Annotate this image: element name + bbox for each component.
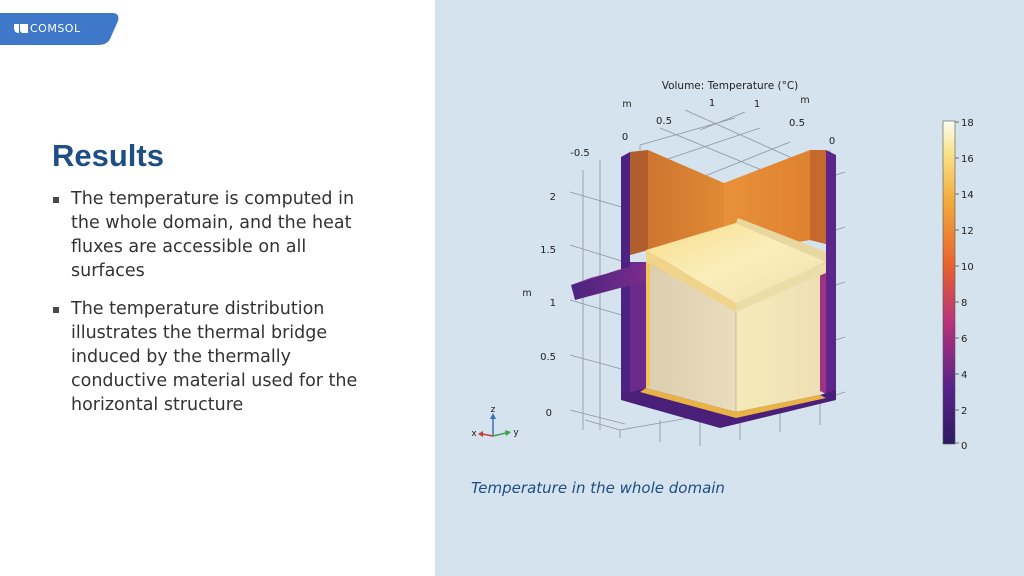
inner-corner-left <box>646 262 650 388</box>
z-tick-label: 2 <box>550 192 556 203</box>
inner-face-right <box>736 275 820 412</box>
colorbar <box>942 120 956 445</box>
slab-side <box>736 218 826 262</box>
z-tick-label: 0.5 <box>540 352 556 363</box>
triad-x-label: x <box>471 429 477 439</box>
colorbar-tick-label: 6 <box>961 334 967 345</box>
bullet-item: The temperature is computed in the whole… <box>52 187 382 283</box>
axis-unit-label: m <box>522 288 531 299</box>
left-wall-thickness <box>630 150 648 255</box>
colorbar-tick-label: 14 <box>961 190 974 201</box>
slab-front-right <box>736 262 826 312</box>
left-wall-lower <box>630 262 646 396</box>
axis-tick-label: 1 <box>709 98 715 109</box>
bullet-text: The temperature distribution illustrates… <box>71 299 358 415</box>
colorbar-tick-label: 10 <box>961 262 974 273</box>
axis-triad-icon: z x y <box>471 405 519 439</box>
axis-tick-label: 0.5 <box>789 118 805 129</box>
colorbar-tick-label: 12 <box>961 226 974 237</box>
colorbar-tick-label: 18 <box>961 118 974 129</box>
slab-top <box>646 223 826 303</box>
bullet-square-icon <box>53 307 59 313</box>
right-wall-edge <box>826 150 836 394</box>
slide-title: Results <box>52 138 164 173</box>
z-tick-label: 1 <box>550 298 556 309</box>
colorbar-tick-label: 0 <box>961 441 967 452</box>
bullet-text: The temperature is computed in the whole… <box>71 189 355 281</box>
axis-tick-label: 0 <box>829 136 835 147</box>
z-tick-label: 0 <box>546 408 552 419</box>
comsol-logo-text: COMSOL <box>30 22 81 35</box>
right-wall-thickness <box>810 150 826 244</box>
comsol-logo-icon <box>14 24 28 33</box>
axis-tick-label: -0.5 <box>570 148 590 159</box>
colorbar-tick-label: 16 <box>961 154 974 165</box>
axis-tick-label: 0 <box>622 132 628 143</box>
bullet-item: The temperature distribution illustrates… <box>52 297 382 417</box>
axis-unit-label: m <box>622 99 631 110</box>
floor-highlight <box>640 388 826 418</box>
triad-z-label: z <box>491 405 496 415</box>
left-wall <box>630 150 724 256</box>
triad-y-label: y <box>513 428 519 438</box>
bullet-square-icon <box>53 197 59 203</box>
axis-tick-label: 1 <box>754 99 760 110</box>
colorbar-tick-label: 8 <box>961 298 967 309</box>
comsol-logo-tab <box>0 13 119 45</box>
plot-title: Volume: Temperature (°C) <box>662 80 799 92</box>
slab-front-left <box>646 250 736 312</box>
figure-caption: Temperature in the whole domain <box>471 479 725 497</box>
inner-face-left <box>646 262 736 412</box>
colorbar-tick-label: 4 <box>961 370 967 381</box>
colorbar-tick-label: 2 <box>961 406 967 417</box>
colorbar-ticks <box>955 121 959 444</box>
bullet-list: The temperature is computed in the whole… <box>52 187 382 431</box>
axis-tick-label: 0.5 <box>656 116 672 127</box>
z-tick-label: 1.5 <box>540 245 556 256</box>
axis-unit-label: m <box>800 95 809 106</box>
